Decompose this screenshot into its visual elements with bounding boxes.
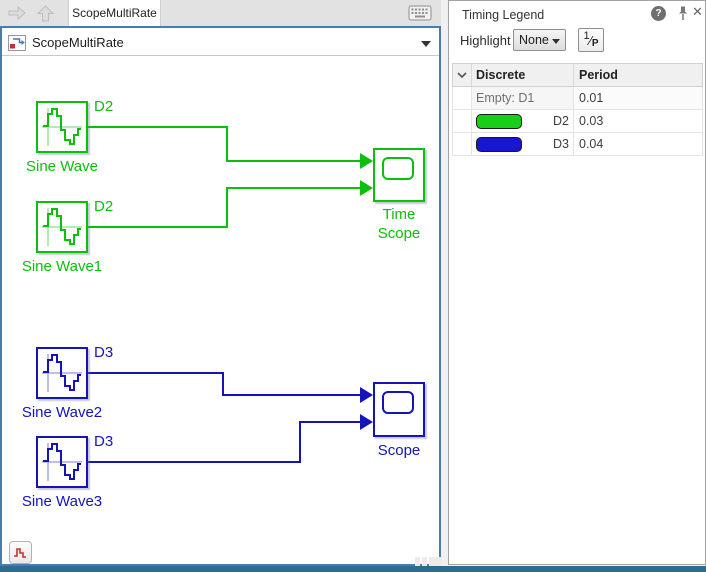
tab-label: ScopeMultiRate xyxy=(72,6,157,20)
block-sine-wave[interactable] xyxy=(36,101,88,153)
rate-annotation-d2: D2 xyxy=(94,198,114,215)
close-icon[interactable]: ✕ xyxy=(692,4,703,19)
collapse-chevron-icon[interactable] xyxy=(453,71,471,79)
breadcrumb[interactable]: ScopeMultiRate xyxy=(2,30,439,56)
block-scope[interactable] xyxy=(373,382,425,437)
block-sine-wave3[interactable] xyxy=(36,436,88,488)
sample-time-legend-icon xyxy=(14,548,26,558)
highlight-dropdown-value: None xyxy=(519,33,549,47)
rate-name: D2 xyxy=(553,114,569,128)
period-value: 0.04 xyxy=(573,133,702,155)
tab-scopemultirate[interactable]: ScopeMultiRate xyxy=(68,0,161,26)
reciprocal-denominator: P xyxy=(591,37,599,49)
period-value: 0.01 xyxy=(573,87,702,109)
highlight-label: Highlight xyxy=(460,33,511,48)
color-swatch xyxy=(476,136,522,152)
sine-wave-icon xyxy=(42,208,82,246)
block-label-sine-wave2[interactable]: Sine Wave2 xyxy=(21,404,103,421)
tab-bar: ScopeMultiRate xyxy=(0,0,441,26)
breadcrumb-dropdown-icon[interactable] xyxy=(421,41,431,47)
block-sine-wave1[interactable] xyxy=(36,201,88,253)
model-panel: ScopeMultiRate xyxy=(0,26,441,566)
arrowhead-icon xyxy=(360,180,373,196)
keyboard-icon[interactable] xyxy=(408,5,432,21)
pin-icon[interactable] xyxy=(677,5,689,27)
up-arrow-icon[interactable] xyxy=(34,4,56,22)
period-value: 0.03 xyxy=(573,110,702,132)
scope-screen-icon xyxy=(382,391,414,414)
rate-annotation-d2: D2 xyxy=(94,98,114,115)
rate-annotation-d3: D3 xyxy=(94,344,114,361)
window-bottom-edge xyxy=(0,566,706,572)
block-time-scope[interactable] xyxy=(373,148,425,202)
arrowhead-icon xyxy=(360,387,373,403)
panel-title: Timing Legend xyxy=(462,8,545,22)
chevron-down-icon xyxy=(552,39,560,44)
table-row-d2[interactable]: D2 0.03 xyxy=(452,110,703,133)
timing-legend-toggle-button[interactable] xyxy=(9,541,32,564)
block-label-sine-wave[interactable]: Sine Wave xyxy=(26,158,98,175)
table-row-d1[interactable]: Empty: D1 0.01 xyxy=(452,87,703,110)
column-header-discrete: Discrete xyxy=(471,64,573,86)
timing-legend-panel: Timing Legend ? ✕ Highlight None 1 ⁄ P D… xyxy=(448,0,706,565)
timing-legend-table: Discrete Period Empty: D1 0.01 D2 0.03 xyxy=(452,63,703,156)
scope-screen-icon xyxy=(382,157,414,180)
highlight-dropdown[interactable]: None xyxy=(513,29,566,51)
sine-wave-icon xyxy=(42,443,82,481)
breadcrumb-model-name: ScopeMultiRate xyxy=(32,35,124,50)
block-label-sine-wave1[interactable]: Sine Wave1 xyxy=(21,258,103,275)
sine-wave-icon xyxy=(42,108,82,146)
rate-name: D3 xyxy=(553,137,569,151)
reciprocal-slash: ⁄ xyxy=(589,32,592,48)
resize-grip[interactable] xyxy=(415,557,441,566)
rate-annotation-d3: D3 xyxy=(94,433,114,450)
block-sine-wave2[interactable] xyxy=(36,347,88,399)
model-canvas[interactable]: Sine Wave Sine Wave1 Time Scope Sine Wav… xyxy=(2,57,439,562)
reciprocal-numerator: 1 xyxy=(583,30,590,42)
block-label-scope[interactable]: Scope xyxy=(377,442,421,459)
arrowhead-icon xyxy=(360,153,373,169)
color-swatch xyxy=(476,113,522,129)
block-label-time-scope[interactable]: Time Scope xyxy=(377,206,421,242)
table-row-d3[interactable]: D3 0.04 xyxy=(452,133,703,156)
model-icon xyxy=(7,33,27,58)
arrowhead-icon xyxy=(360,414,373,430)
block-label-sine-wave3[interactable]: Sine Wave3 xyxy=(21,493,103,510)
rate-name: Empty: D1 xyxy=(476,91,535,105)
show-reciprocal-button[interactable]: 1 ⁄ P xyxy=(578,28,604,52)
sine-wave-icon xyxy=(42,354,82,392)
column-header-period: Period xyxy=(573,64,702,86)
table-header-row: Discrete Period xyxy=(452,63,703,87)
forward-arrow-icon[interactable] xyxy=(6,4,28,22)
help-icon[interactable]: ? xyxy=(651,6,666,21)
